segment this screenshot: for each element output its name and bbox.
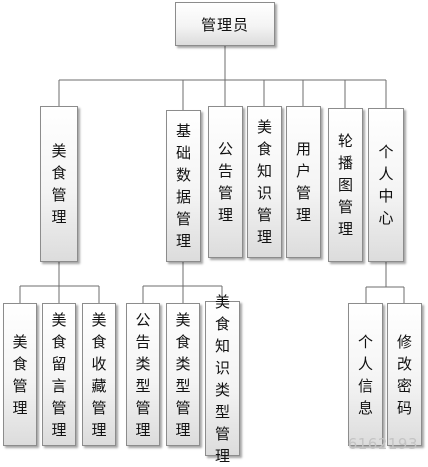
node-label: 修改密码 [396,332,412,417]
node-notice-mgmt: 公告管理 [208,106,243,258]
node-label: 美食留言管理 [51,310,67,439]
node-food-mgmt: 美食管理 [40,106,78,262]
node-label: 美食管理 [12,332,28,417]
node-personal-center: 个人中心 [368,108,404,262]
node-label: 基础数据管理 [175,122,191,250]
node-label: 公告类型管理 [135,310,151,439]
node-label: 用户管理 [295,140,311,224]
node-user-mgmt: 用户管理 [286,106,321,258]
node-label: 美食类型管理 [175,310,191,439]
node-label: 美食知识管理 [256,118,272,246]
node-food-knowledge-type-mgmt: 美食知识类型管理 [205,293,240,465]
node-food-favorite-mgmt: 美食收藏管理 [82,303,116,446]
node-label: 美食收藏管理 [91,310,107,439]
node-label: 个人信息 [357,332,373,417]
node-food-comment-mgmt: 美食留言管理 [42,303,76,446]
node-food-knowledge-mgmt: 美食知识管理 [247,106,282,258]
node-change-password: 修改密码 [387,303,422,446]
node-label: 个人中心 [378,143,394,227]
node-carousel-mgmt: 轮播图管理 [328,108,363,262]
node-food-type-mgmt: 美食类型管理 [166,303,200,446]
node-notice-type-mgmt: 公告类型管理 [126,303,160,446]
node-label: 轮播图管理 [337,132,353,238]
root-node-admin: 管理员 [175,2,275,46]
node-label: 管理员 [200,15,249,34]
node-label: 美食知识类型管理 [214,292,230,465]
node-personal-info: 个人信息 [348,303,383,446]
watermark-text: 6162193 [347,435,418,453]
node-label: 美食管理 [51,142,67,226]
node-label: 公告管理 [217,140,233,224]
node-base-data-mgmt: 基础数据管理 [166,110,201,262]
node-food-mgmt-sub: 美食管理 [3,303,37,446]
